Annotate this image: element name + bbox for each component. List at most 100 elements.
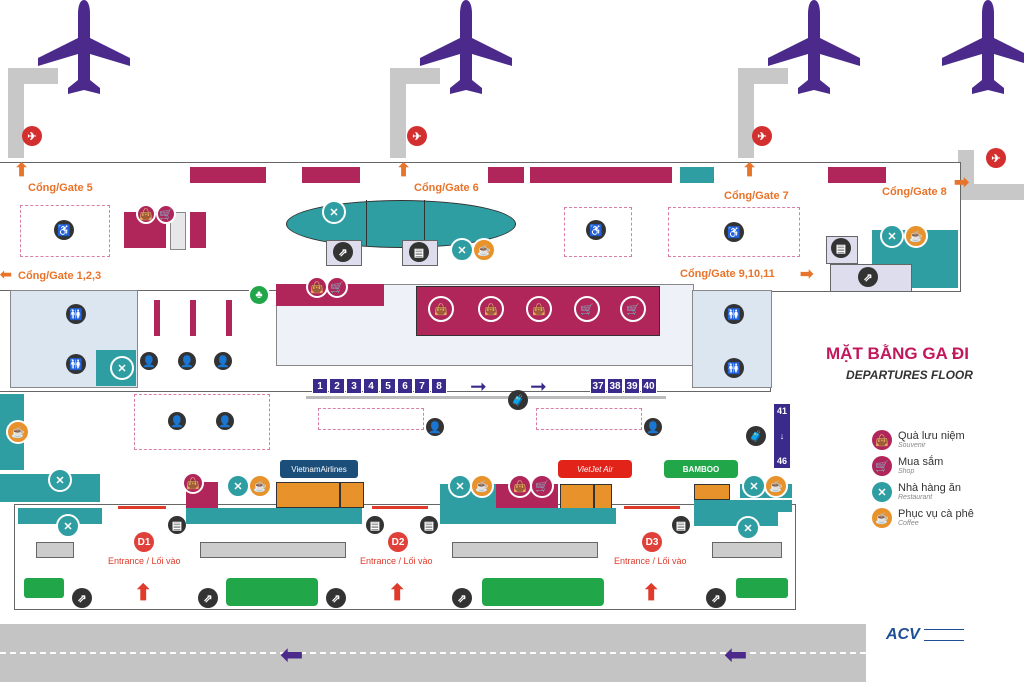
shopping-cart-icon: 🛒 [156,204,176,224]
leaf-icon: ♣ [248,284,270,306]
legend-label: Nhà hàng ăn [898,482,961,494]
departure-pin-icon: ✈ [22,126,42,146]
bench [36,542,74,558]
jet-bridge [738,68,754,158]
shop-block [190,212,206,248]
souvenir-bag-icon: 👜 [182,472,204,494]
fork-knife-icon: ✕ [880,224,904,248]
elevator-icon: ▤ [409,242,429,262]
planter [482,578,604,606]
arrow-right-icon: ➞ [470,376,487,398]
airline-counter [340,482,364,508]
arrow-up-icon: ⬆ [134,580,153,605]
restaurant-block [680,167,714,183]
entrance-d3-badge: D3 [642,532,662,552]
checkin-counter: 1 [312,378,328,394]
person-icon: 👤 [216,412,234,430]
baggage-icon: 🧳 [746,426,766,446]
waiting-area [536,408,642,430]
airplane-icon [942,0,1024,100]
shop-block [190,167,266,183]
airline-counter [276,482,340,508]
elevator-icon: ▤ [420,516,438,534]
airline-counter [560,484,594,510]
road-marking [0,652,866,654]
escalator-icon: ⇗ [333,242,353,262]
arrow-right-icon: ➞ [530,376,547,398]
airline-counter [694,484,730,500]
bench [452,542,598,558]
fork-knife-icon: ✕ [226,474,250,498]
arrow-down-icon: ↓ [779,431,785,441]
legend-label: Quà lưu niệm [898,430,965,442]
arrow-right-icon: ➡ [954,172,970,192]
souvenir-bag-icon: 👜 [526,296,552,322]
souvenir-bag-icon: 👜 [306,276,328,298]
person-icon: 👤 [644,418,662,436]
kiosk [154,300,160,336]
shop-block [170,212,186,250]
map-title: MẶT BẰNG GA ĐI [826,344,969,363]
checkin-row-right: 37 38 39 40 [590,378,657,394]
kiosk [226,300,232,336]
shop-block [530,167,672,183]
checkin-counter: 5 [380,378,396,394]
checkin-counter: 3 [346,378,362,394]
arrow-up-icon: ⬆ [742,160,758,180]
checkin-row-left: 1 2 3 4 5 6 7 8 [312,378,447,394]
security-barrier [372,506,428,509]
shop-block [302,167,360,183]
checkin-counter: 40 [641,378,657,394]
fork-knife-icon: ✕ [736,516,760,540]
fork-knife-icon: ✕ [322,200,346,224]
food-court-divider [366,200,367,246]
escalator-icon: ⇗ [198,588,218,608]
escalator-icon: ⇗ [72,588,92,608]
restroom-icon: 🚻 [724,304,744,324]
gate-5-label: Cổng/Gate 5 [28,182,93,194]
entrance-d2-label: Entrance / Lối vào [360,556,433,566]
planter [24,578,64,598]
person-icon: 👤 [426,418,444,436]
bamboo-sign: BAMBOO [664,460,738,478]
shop-block [828,167,886,183]
bench [200,542,346,558]
person-icon: 👤 [168,412,186,430]
coffee-cup-icon: ☕ [904,224,928,248]
escalator-icon: ⇗ [858,267,878,287]
souvenir-bag-icon: 👜 [872,430,892,450]
departure-pin-icon: ✈ [752,126,772,146]
shop-block [488,167,524,183]
bench [712,542,782,558]
vietjet-sign: VietJet Air [558,460,632,478]
coffee-cup-icon: ☕ [470,474,494,498]
restaurant-block [694,500,792,512]
souvenir-bag-icon: 👜 [136,204,156,224]
restroom-icon: ♿ [724,222,744,242]
coffee-cup-icon: ☕ [764,474,788,498]
gate-7-label: Cổng/Gate 7 [724,190,789,202]
security-barrier [118,506,166,509]
fork-knife-icon: ✕ [872,482,892,502]
checkin-counter: 37 [590,378,606,394]
counter-divider [306,396,666,399]
entrance-d3-label: Entrance / Lối vào [614,556,687,566]
security-barrier [624,506,680,509]
arrow-left-icon: ⬅ [0,266,12,282]
shopping-cart-icon: 🛒 [872,456,892,476]
coffee-cup-icon: ☕ [472,238,496,262]
shopping-cart-icon: 🛒 [530,474,554,498]
airline-counter [594,484,612,510]
arrow-up-icon: ⬆ [388,580,407,605]
arrow-left-icon: ⬅ [280,639,304,670]
food-court-divider [424,200,425,246]
airplane-icon [768,0,860,100]
legend-sublabel: Souvenir [898,442,926,449]
departure-pin-icon: ✈ [986,148,1006,168]
gate-1-2-3-label: Cổng/Gate 1,2,3 [18,270,102,282]
legend-label: Phục vụ cà phê [898,508,974,520]
checkin-counter: 6 [397,378,413,394]
fork-knife-icon: ✕ [742,474,766,498]
